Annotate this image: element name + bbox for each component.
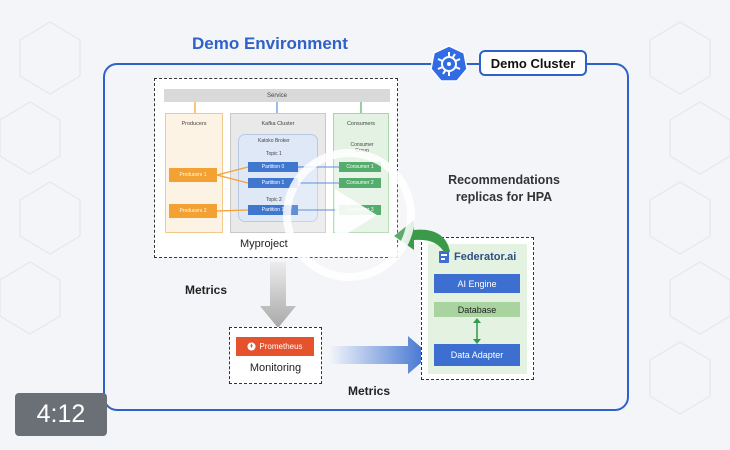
database-box: Database	[434, 302, 520, 317]
recommendations-label: Recommendations replicas for HPA	[433, 172, 575, 206]
monitoring-label: Monitoring	[249, 362, 302, 374]
producer-1: Producers 1	[169, 168, 217, 182]
consumer-1: Consumer 1	[339, 162, 381, 172]
consumers-title: Consumers	[346, 121, 376, 127]
metrics-label-bottom: Metrics	[348, 384, 391, 398]
metrics-arrow-right-icon	[330, 336, 430, 374]
prometheus-flame-icon	[247, 342, 256, 351]
producer-2: Producers 2	[169, 204, 217, 218]
metrics-arrow-down-icon	[260, 262, 296, 328]
recommendations-line-1: Recommendations	[448, 173, 560, 187]
prometheus-badge: Prometheus	[236, 337, 314, 356]
service-bar: Service	[164, 89, 390, 102]
partition-0: Partition 0	[248, 162, 298, 172]
play-button-icon[interactable]	[279, 145, 419, 285]
topic-2-label: Topic 2	[266, 197, 282, 203]
kafka-broker-label: Katoko Broker	[258, 138, 290, 144]
topic-1-label: Topic 1	[266, 151, 282, 157]
ai-engine-box: AI Engine	[434, 274, 520, 293]
producers-title: Producers	[181, 121, 207, 127]
prometheus-label: Prometheus	[259, 342, 303, 351]
federator-logo-text: Federator.ai	[454, 251, 517, 263]
kafka-title: Kafka Cluster	[261, 121, 295, 127]
myproject-label: Myproject	[240, 238, 288, 250]
metrics-label-top: Metrics	[185, 283, 228, 297]
federator-logo-icon	[439, 251, 449, 263]
demo-environment-frame	[103, 63, 629, 411]
recommendations-line-2: replicas for HPA	[455, 190, 553, 204]
video-duration-badge: 4:12	[15, 393, 107, 436]
partition-1: Partition 1	[248, 178, 298, 188]
partition-2: Partition 1	[248, 205, 298, 215]
database-link-arrow-icon	[473, 318, 481, 344]
consumer-2: Consumer 2	[339, 178, 381, 188]
kubernetes-icon	[430, 45, 468, 82]
cluster-label: Demo Cluster	[479, 50, 587, 76]
diagram-title: Demo Environment	[192, 34, 348, 53]
data-adapter-box: Data Adapter	[434, 344, 520, 366]
